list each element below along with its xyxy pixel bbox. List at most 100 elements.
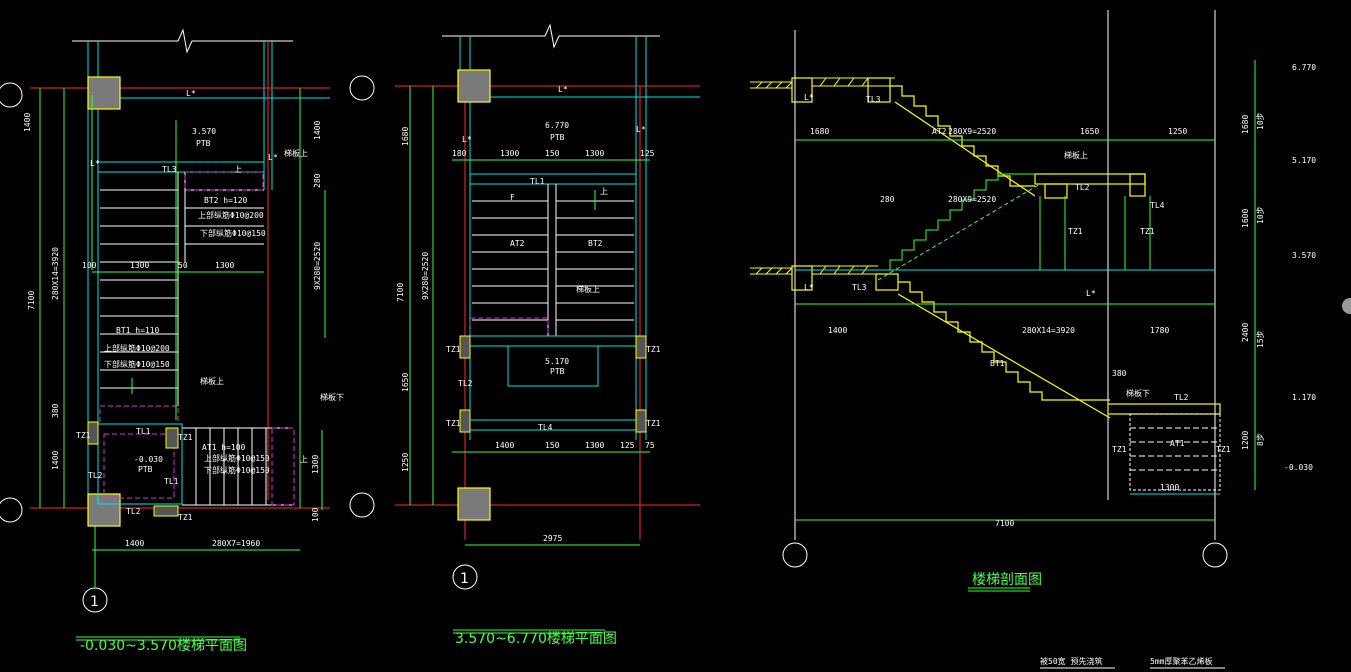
footer-note: 被50宽 预先浇筑 <box>1040 656 1102 666</box>
slab-label: BT2 <box>588 239 603 248</box>
dim-text: 280X14=3920 <box>51 247 60 300</box>
break-line <box>72 28 293 54</box>
flight-at2 <box>890 85 1035 187</box>
dim-text: 7100 <box>995 519 1014 528</box>
dim-text: 100 <box>311 507 320 522</box>
member-label: TZ1 <box>178 433 193 442</box>
flight-left <box>100 172 179 406</box>
member-label: L* <box>804 93 814 102</box>
level-mark: -0.030 <box>1284 463 1313 472</box>
plan1-title: -0.030~3.570楼梯平面图 <box>80 638 247 654</box>
axis-bubble-a <box>0 82 23 108</box>
member-label: TL2 <box>88 471 103 480</box>
axis-bubble-a <box>349 75 375 101</box>
member-label: L* <box>462 135 472 144</box>
annotation: 梯板下 <box>1126 388 1150 398</box>
level-tag: PTB <box>196 139 211 148</box>
up-label: 上 <box>234 165 242 174</box>
member-label: TL2 <box>458 379 473 388</box>
stair-plan-1: 1 <box>0 28 344 654</box>
member-label: TL2 <box>1075 183 1090 192</box>
member-label: L* <box>186 89 196 98</box>
member-label: L* <box>90 159 100 168</box>
level-mark: 6.770 <box>545 121 569 130</box>
slab-label: AT1 h=100 <box>202 443 246 452</box>
dim-text: 1680 <box>1241 115 1250 134</box>
member-label: TL3 <box>866 95 881 104</box>
landing-beam <box>469 335 637 347</box>
lower-slab-outline <box>103 433 175 499</box>
dim-text: 50 <box>178 261 188 270</box>
slab-label: AT1 <box>1170 439 1185 448</box>
section-title: 楼梯剖面图 <box>972 572 1042 588</box>
member-label: TZ1 <box>76 431 91 440</box>
flight-bt1-soffit <box>897 293 1111 419</box>
slab-rebar: 上部纵筋Φ10@200 <box>104 343 170 353</box>
annotation: 梯板下 <box>320 392 344 402</box>
member-label: TL4 <box>1150 201 1165 210</box>
slab-outline <box>271 427 295 506</box>
level-mark: 3.570 <box>1292 251 1316 260</box>
slab-outline <box>184 171 264 191</box>
axis-label-1: 1 <box>460 571 469 587</box>
dim-text: 1680 <box>810 127 829 136</box>
level-tag: PTB <box>138 465 153 474</box>
dim-text: 125 <box>620 441 635 450</box>
member-label: TL3 <box>162 165 177 174</box>
member-label: TZ1 <box>446 419 461 428</box>
annotation: 梯板上 <box>576 284 600 294</box>
flight-bt2-soffit <box>877 183 1041 281</box>
member-label: TZ1 <box>1140 227 1155 236</box>
dim-text: 125 <box>640 149 655 158</box>
slab-outline <box>99 405 179 425</box>
dim-text: 1300 <box>1160 483 1179 492</box>
column-tz <box>459 409 471 433</box>
plan2-title: 3.570~6.770楼梯平面图 <box>455 631 617 647</box>
level-tag: PTB <box>550 367 565 376</box>
dim-text: 150 <box>545 149 560 158</box>
dim-text: 7100 <box>27 291 36 310</box>
slab-outline <box>469 317 549 337</box>
dim-text: 1300 <box>215 261 234 270</box>
dim-text: 75 <box>645 441 655 450</box>
level-mark: 1.170 <box>1292 393 1316 402</box>
dim-text: 7100 <box>396 283 405 302</box>
floor-mark: 15步 <box>1256 330 1265 348</box>
member-label: L* <box>804 283 814 292</box>
dim-text: 280 <box>313 173 322 188</box>
dim-text: 1300 <box>130 261 149 270</box>
annotation: 梯板上 <box>284 148 308 158</box>
level-mark: 5.170 <box>1292 156 1316 165</box>
slab-rebar: 下部纵筋Φ10@150 <box>200 228 266 238</box>
dim-text: 1400 <box>313 121 322 140</box>
column-tz <box>153 505 179 517</box>
member-label: TZ1 <box>1068 227 1083 236</box>
dim-text: 280X9=2520 <box>948 195 996 204</box>
dim-text: 1680 <box>401 127 410 146</box>
level-tag: PTB <box>550 133 565 142</box>
dim-text: 1400 <box>23 113 32 132</box>
lower-landing <box>97 423 183 505</box>
dim-text: 1400 <box>51 451 60 470</box>
slab-rebar: 下部纵筋Φ10@150 <box>104 359 170 369</box>
landing-beam <box>469 173 637 185</box>
floor-mark: 8步 <box>1256 433 1265 446</box>
dim-text: 180 <box>452 149 467 158</box>
stair-plan-2: 1 <box>349 23 700 647</box>
member-label: TZ1 <box>1112 445 1127 454</box>
dim-text: 150 <box>545 441 560 450</box>
column-tz <box>459 335 471 359</box>
axis-bubble <box>782 542 808 568</box>
column <box>457 487 491 521</box>
axis-bubble-1 <box>452 564 478 590</box>
slab-label: BT2 h=120 <box>204 196 248 205</box>
member-label: TL1 <box>136 427 151 436</box>
dim-text: 380 <box>1112 369 1127 378</box>
member-label: TZ1 <box>1216 445 1231 454</box>
cursor-icon <box>1342 298 1351 314</box>
slab-rebar: 下部纵筋Φ10@150 <box>204 465 270 475</box>
member-label: TZ1 <box>178 513 193 522</box>
dim-text: 1600 <box>1241 209 1250 228</box>
level-mark: 6.770 <box>1292 63 1316 72</box>
